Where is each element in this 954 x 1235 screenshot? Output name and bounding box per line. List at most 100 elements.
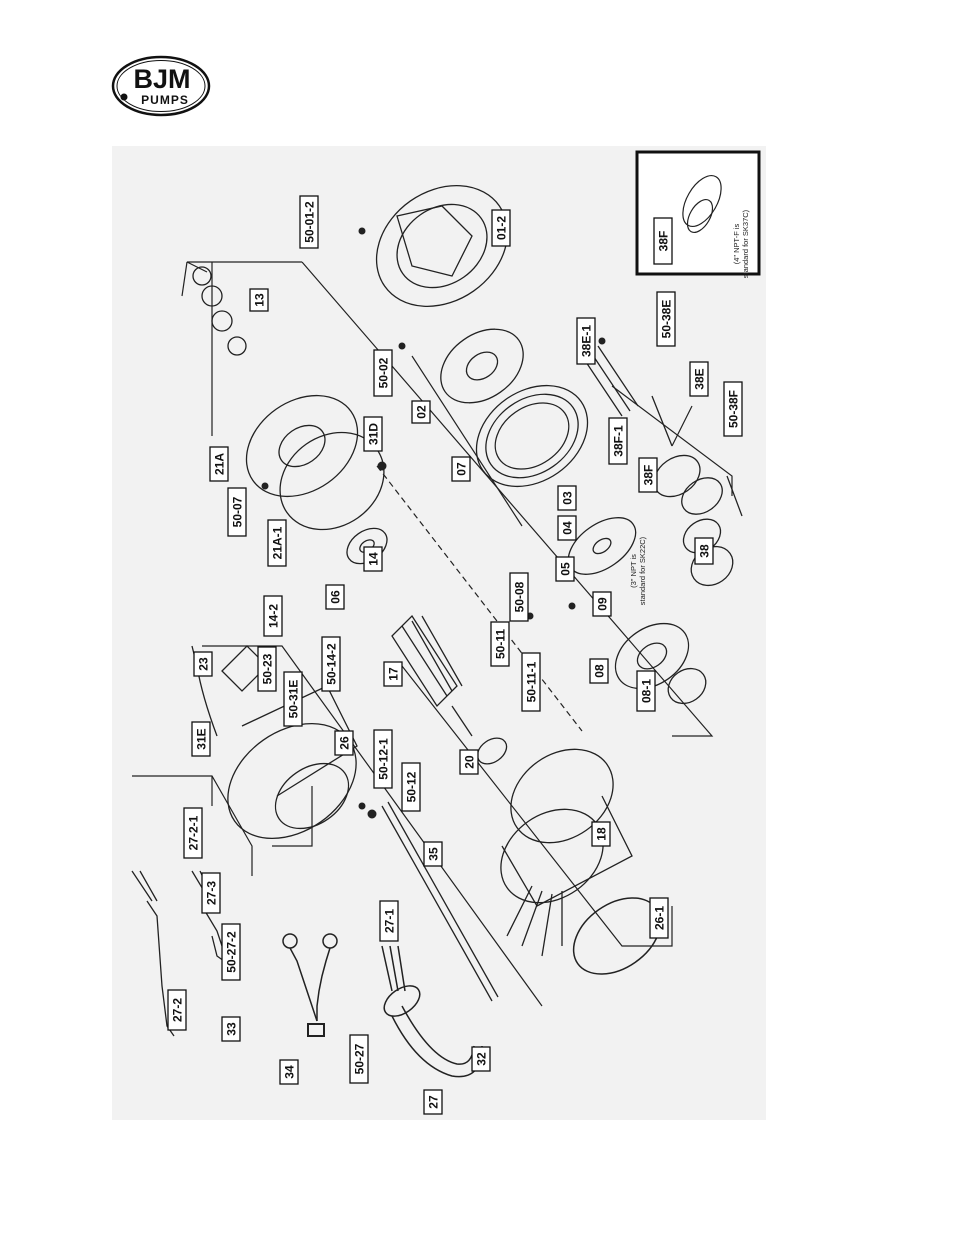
part-bearing-20 [476,737,508,765]
part-label-50-23: 50-23 [257,646,277,692]
part-volute-01-2 [375,185,509,307]
part-label-text: 50-38E [660,300,674,339]
part-label-box [411,400,431,424]
part-label-text: 50-01-2 [303,201,317,243]
part-label-text: 50-23 [261,653,275,684]
part-label-box [221,1016,241,1042]
part-label-box [325,584,345,610]
part-label-box [267,519,287,567]
part-label-50-38e: 50-38E [656,291,676,347]
part-label-box [636,670,656,712]
exploded-view-diagram: 38F (4" NPT-F is standard for SK37C) (3"… [112,146,766,1120]
part-label-box [694,537,714,565]
part-casing-07 [475,384,589,488]
part-label-box [423,1089,443,1115]
part-label-text: 14 [367,552,381,566]
part-label-03: 03 [557,485,577,511]
part-label-box [608,417,628,465]
part-label-26: 26 [334,730,354,756]
part-label-box [249,288,269,312]
part-label-31d: 31D [363,416,383,452]
part-label-box [373,729,393,789]
part-label-08: 08 [589,658,609,684]
part-label-box [257,646,277,692]
part-label-text: 06 [329,590,343,604]
part-label-box [263,595,283,637]
part-label-box [656,291,676,347]
part-label-31e: 31E [191,721,211,757]
part-label-50-01-2: 50-01-2 [299,195,319,249]
inset-38f-box: 38F (4" NPT-F is standard for SK37C) [635,150,761,278]
part-label-box [557,515,577,541]
part-label-text: 27-1 [383,909,397,933]
part-label-23: 23 [193,651,213,677]
part-label-text: 50-07 [231,496,245,527]
part-label-18: 18 [591,821,611,847]
part-label-box [649,897,669,939]
part-label-text: 50-12 [405,771,419,802]
part-label-text: 38E-1 [580,325,594,357]
part-label-38e: 38E [689,361,709,397]
part-label-box [227,487,247,537]
part-label-text: 31E [195,728,209,749]
part-label-box [363,416,383,452]
part-label-13: 13 [249,288,269,312]
part-label-34: 34 [279,1059,299,1085]
part-label-box [423,841,443,867]
part-label-box [379,900,399,942]
part-label-text: 50-14-2 [325,643,339,685]
part-label-text: 50-11-1 [525,661,539,702]
part-label-21a: 21A [209,446,229,482]
part-label-33: 33 [221,1016,241,1042]
part-label-text: 21A [213,453,227,475]
part-label-02: 02 [411,400,431,424]
part-label-box [591,821,611,847]
part-discharge-38 [581,345,743,587]
part-label-text: 27 [427,1095,441,1109]
sk22c-note: (3" NPT is standard for SK22C) [629,536,647,605]
part-label-text: 50-02 [377,357,391,388]
part-label-box [299,195,319,249]
part-label-text: 26 [338,736,352,750]
part-label-text: 21A-1 [271,526,285,559]
part-label-box [589,658,609,684]
part-bearing-housing-21A [245,394,385,531]
part-label-text: 38F-1 [612,425,626,457]
part-label-text: 02 [415,405,429,419]
part-label-50-27: 50-27 [349,1034,369,1084]
part-label-38e-1: 38E-1 [576,317,596,365]
part-label-box [349,1034,369,1084]
part-label-box [451,456,471,482]
logo-brand: BJM [133,64,190,94]
part-label-box [183,807,203,859]
part-label-text: 17 [387,667,401,681]
part-label-17: 17 [383,661,403,687]
part-label-box [283,671,303,727]
part-label-box [509,572,529,622]
part-label-box [191,721,211,757]
part-label-09: 09 [592,591,612,617]
part-label-21a-1: 21A-1 [267,519,287,567]
part-label-01-2: 01-2 [491,209,511,247]
part-label-38f-1: 38F-1 [608,417,628,465]
part-label-text: 31D [367,423,381,445]
part-label-text: 50-31E [287,680,301,719]
bjm-pumps-logo: BJM PUMPS [111,55,211,117]
part-label-text: 38 [698,544,712,558]
part-label-50-12-1: 50-12-1 [373,729,393,789]
part-label-text: 14-2 [267,604,281,628]
part-label-text: 20 [463,755,477,769]
part-label-box [334,730,354,756]
part-label-text: 27-2 [171,998,185,1022]
part-label-26-1: 26-1 [649,897,669,939]
part-label-box [592,591,612,617]
part-label-50-12: 50-12 [401,762,421,812]
part-label-box [383,661,403,687]
part-label-27-2-1: 27-2-1 [183,807,203,859]
part-label-box [490,621,510,667]
part-label-text: 50-27 [353,1043,367,1074]
part-label-box [471,1046,491,1072]
part-label-box [209,446,229,482]
part-handle-27 [381,945,483,1078]
part-label-35: 35 [423,841,443,867]
